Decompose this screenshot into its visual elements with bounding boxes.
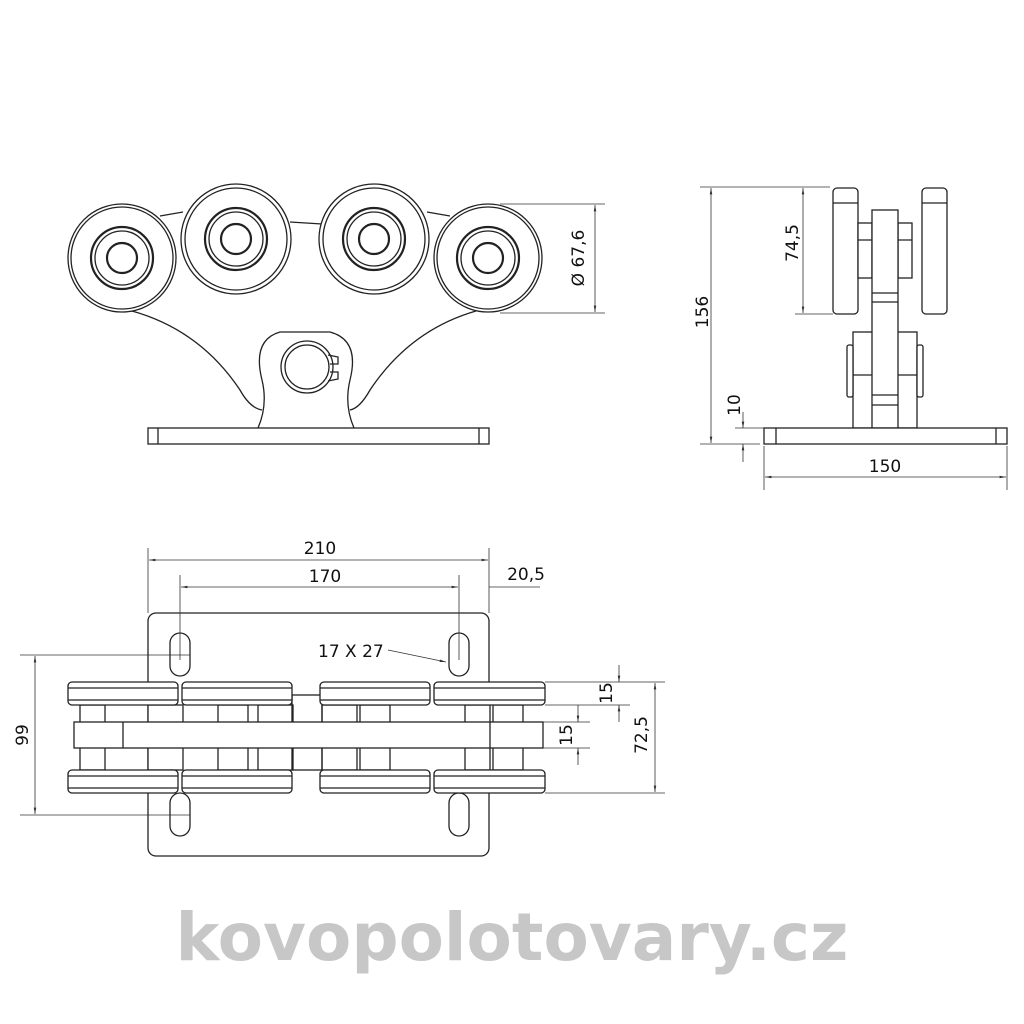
dimension-plate-thickness: 10 — [725, 394, 764, 462]
side-view: 156 74,5 10 150 — [693, 186, 1008, 490]
wheel-height-label: 74,5 — [783, 224, 803, 262]
dimension-hole-spacing-y: 99 — [13, 654, 190, 816]
dimension-hole-spacing: 170 20,5 — [179, 565, 545, 660]
front-wheel — [67, 203, 177, 313]
front-wheel — [318, 183, 430, 295]
dimension-wheel-span: 72,5 — [545, 683, 665, 794]
front-view: Ø 67,6 — [67, 183, 605, 445]
dimension-plate-length: 210 — [147, 539, 490, 613]
slot-callout: 17 X 27 — [318, 642, 447, 663]
wheel-diameter-label: Ø 67,6 — [569, 230, 589, 287]
dimension-beam-width: 15 — [543, 705, 590, 765]
watermark: kovopolotovary.cz — [176, 899, 849, 976]
dimension-wheel-width: 15 — [545, 665, 665, 722]
top-view: 210 170 20,5 17 X 27 99 15 15 — [13, 539, 665, 857]
dimension-height: 156 — [693, 186, 830, 445]
dimension-wheel-diameter: Ø 67,6 — [500, 203, 605, 314]
beam-width-label: 15 — [557, 724, 577, 746]
front-wheel — [180, 183, 292, 295]
hole-spacing-label: 170 — [309, 567, 341, 587]
wheel-row-upper — [67, 681, 546, 706]
wheel-span-label: 72,5 — [632, 716, 652, 754]
dimension-wheel-height: 74,5 — [783, 188, 833, 315]
slot-size-label: 17 X 27 — [318, 642, 384, 662]
plate-length-label: 210 — [304, 539, 336, 559]
hole-offset-label: 20,5 — [507, 565, 545, 585]
wheel-row-lower — [67, 769, 546, 794]
front-wheel — [433, 203, 543, 313]
wheel-width-label: 15 — [597, 682, 617, 704]
height-label: 156 — [693, 296, 713, 328]
plate-width-label: 150 — [869, 457, 901, 477]
plate-thickness-label: 10 — [725, 394, 745, 416]
hole-spacing-y-label: 99 — [13, 724, 33, 746]
axle-circlip — [280, 340, 339, 394]
dimension-plate-width: 150 — [763, 446, 1008, 490]
